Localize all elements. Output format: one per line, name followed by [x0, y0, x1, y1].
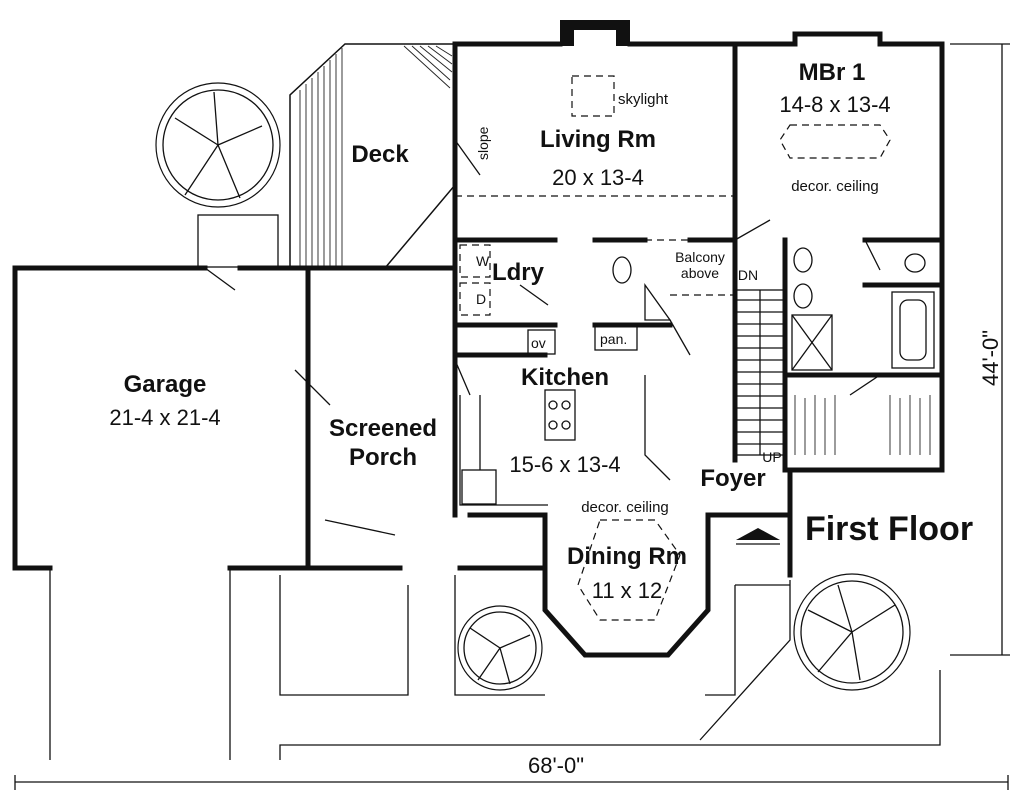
slope-label: slope — [475, 126, 491, 160]
porch-line2: Porch — [349, 444, 417, 471]
dining-name: Dining Rm — [567, 543, 687, 570]
dryer-label: D — [476, 291, 486, 307]
mbr-dims: 14-8 x 13-4 — [779, 92, 890, 117]
tree-icon-bottom-center — [457, 605, 543, 691]
balcony-line2: above — [681, 265, 719, 281]
kitchen-dims: 15-6 x 13-4 — [509, 452, 620, 477]
washer-label: W — [476, 253, 490, 269]
floor-title: First Floor — [805, 510, 973, 548]
mbr-ceiling: decor. ceiling — [791, 178, 879, 195]
stairs-up-label: UP — [762, 449, 781, 465]
balcony-line1: Balcony — [675, 249, 725, 265]
tree-icon-bottom-right — [793, 573, 911, 691]
stairs-down-label: DN — [738, 267, 758, 283]
living-name: Living Rm — [540, 126, 656, 153]
garage-dims: 21-4 x 21-4 — [109, 405, 220, 430]
dining-dims: 11 x 12 — [592, 578, 663, 603]
skylight-label: skylight — [618, 91, 669, 108]
deck-name: Deck — [351, 141, 409, 168]
foyer-name: Foyer — [700, 465, 765, 492]
interior-details — [14, 43, 1010, 790]
depth-dimension: 44'-0" — [978, 330, 1003, 386]
width-dimension: 68'-0" — [528, 753, 584, 778]
porch-line1: Screened — [329, 415, 437, 442]
pantry-label: pan. — [600, 331, 627, 347]
room-labels: Garage 21-4 x 21-4 Deck skylight slope L… — [109, 59, 1003, 778]
kitchen-name: Kitchen — [521, 364, 609, 391]
laundry-name: Ldry — [492, 259, 545, 286]
garage-name: Garage — [124, 371, 207, 398]
mbr-name: MBr 1 — [799, 59, 866, 86]
tree-icon-top-left — [155, 82, 281, 208]
living-dims: 20 x 13-4 — [552, 165, 644, 190]
oven-label: ov — [531, 335, 546, 351]
dining-ceiling: decor. ceiling — [581, 499, 669, 516]
